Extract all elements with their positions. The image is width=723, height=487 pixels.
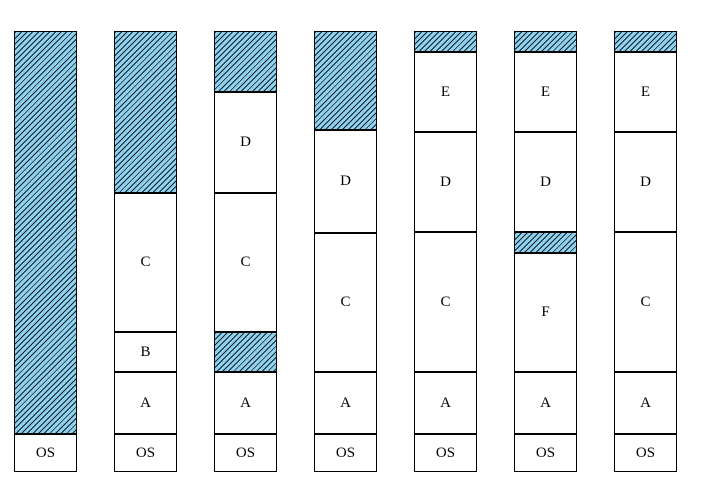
process-block-f: F [514, 253, 577, 372]
block-label: D [240, 134, 251, 150]
memory-column-4: D C A OS [314, 31, 377, 472]
process-block-c: C [214, 193, 277, 332]
process-block-a: A [514, 372, 577, 434]
os-block: OS [114, 434, 177, 472]
block-label: A [540, 394, 551, 411]
block-label: E [440, 83, 451, 100]
process-block-d: D [614, 132, 677, 232]
process-block-a: A [114, 372, 177, 434]
os-block: OS [614, 434, 677, 472]
process-block-a: A [314, 372, 377, 434]
memory-column-1: OS [14, 31, 77, 472]
block-label: C [640, 293, 651, 310]
free-hole-block [214, 31, 277, 92]
block-label: E [640, 83, 651, 100]
block-label: OS [335, 444, 356, 461]
os-block: OS [214, 434, 277, 472]
os-block: OS [314, 434, 377, 472]
block-label: D [540, 173, 551, 190]
block-label: OS [135, 444, 156, 461]
process-block-e: E [614, 52, 677, 132]
free-hole-block [414, 31, 477, 52]
block-label: D [340, 173, 351, 189]
block-label: F [541, 304, 550, 320]
memory-column-3: D C A OS [214, 31, 277, 472]
block-label: D [440, 173, 451, 190]
free-hole-block [114, 31, 177, 193]
block-label: C [240, 254, 251, 270]
process-block-e: E [414, 52, 477, 132]
block-label: A [440, 394, 451, 411]
process-block-c: C [114, 193, 177, 332]
block-label: A [340, 394, 351, 411]
block-label: OS [535, 444, 556, 461]
process-block-a: A [214, 372, 277, 434]
free-hole-block [14, 31, 77, 434]
free-hole-block [314, 31, 377, 130]
os-block: OS [414, 434, 477, 472]
memory-column-6: E D F A OS [514, 31, 577, 472]
process-block-a: A [614, 372, 677, 434]
block-label: OS [435, 444, 456, 461]
block-label: C [340, 294, 351, 310]
block-label: B [140, 343, 151, 360]
block-label: OS [35, 444, 56, 461]
process-block-d: D [314, 130, 377, 233]
os-block: OS [514, 434, 577, 472]
block-label: OS [635, 444, 656, 461]
free-hole-block [514, 31, 577, 52]
block-label: A [140, 394, 151, 411]
memory-column-5: E D C A OS [414, 31, 477, 472]
free-hole-block [514, 232, 577, 253]
os-block: OS [14, 434, 77, 472]
free-hole-block [614, 31, 677, 52]
block-label: OS [235, 444, 256, 461]
block-label: A [640, 394, 651, 411]
block-label: D [640, 173, 651, 190]
process-block-b: B [114, 332, 177, 372]
process-block-d: D [414, 132, 477, 232]
process-block-d: D [514, 132, 577, 232]
block-label: A [240, 394, 251, 411]
block-label: E [540, 83, 551, 100]
process-block-c: C [614, 232, 677, 372]
process-block-a: A [414, 372, 477, 434]
memory-column-2: C B A OS [114, 31, 177, 472]
process-block-e: E [514, 52, 577, 132]
block-label: C [440, 293, 451, 310]
block-label: C [140, 254, 151, 270]
free-hole-block [214, 332, 277, 372]
process-block-d: D [214, 92, 277, 193]
process-block-c: C [314, 233, 377, 372]
process-block-c: C [414, 232, 477, 372]
memory-column-7: E D C A OS [614, 31, 677, 472]
